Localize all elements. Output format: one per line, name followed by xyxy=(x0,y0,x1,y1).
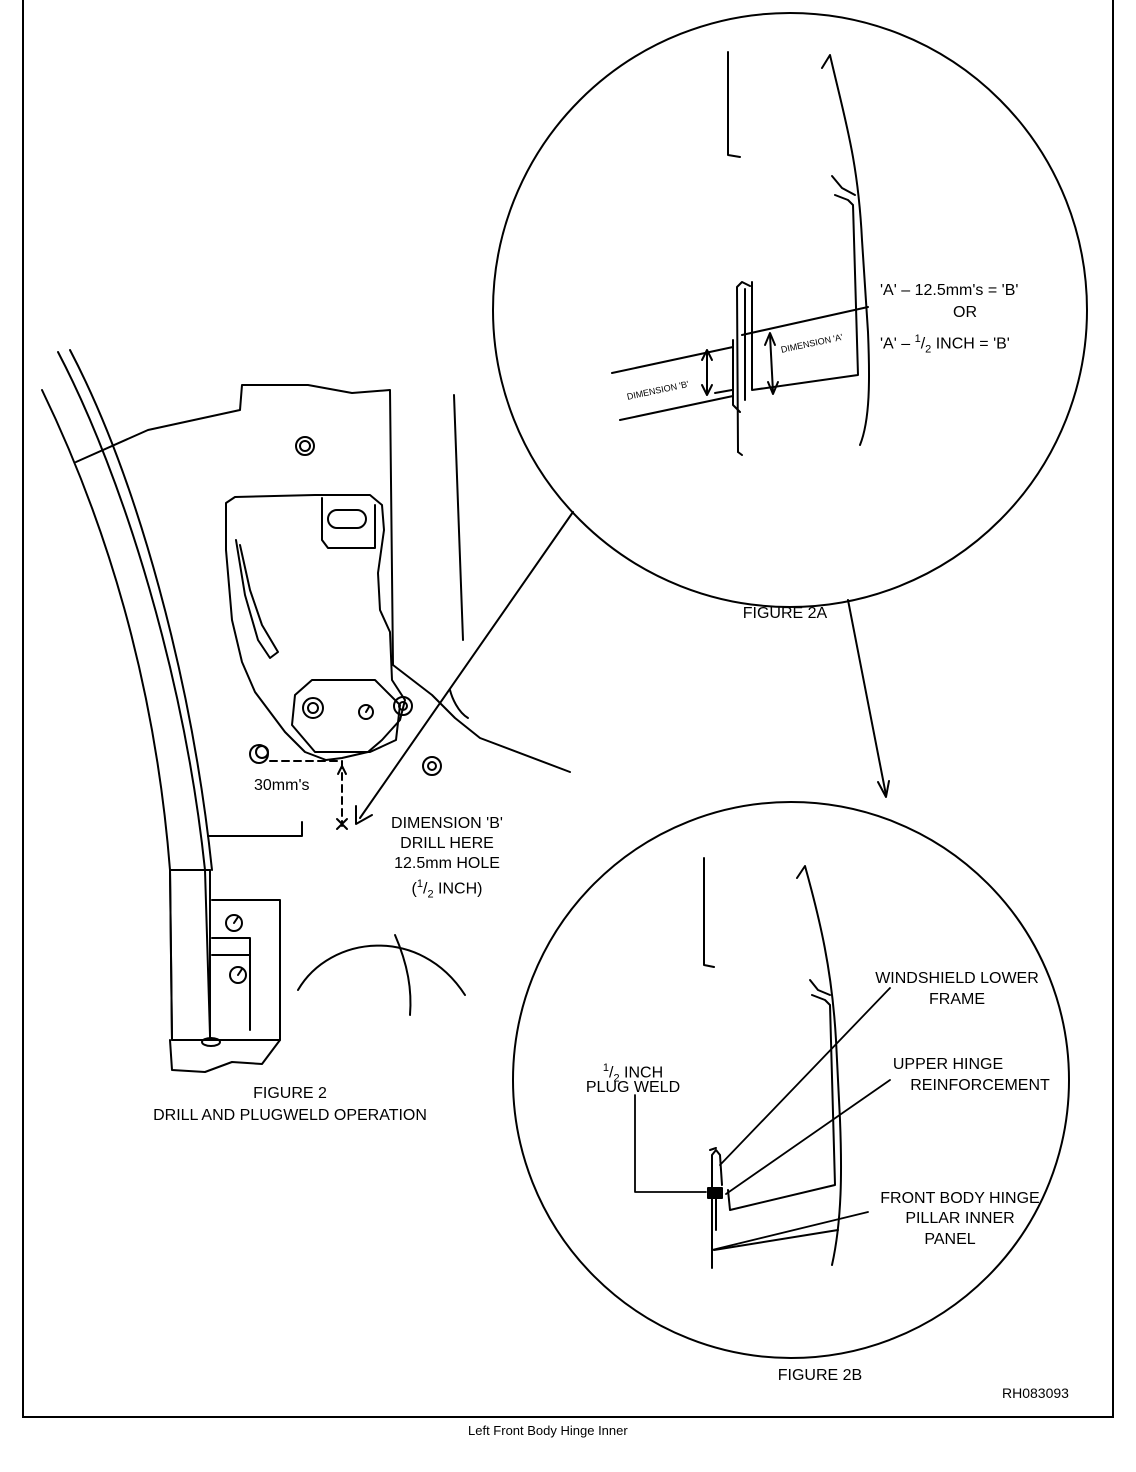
formula-line-3: 'A' – 1/2 INCH = 'B' xyxy=(880,333,1010,356)
front-body-label-line3: PANEL xyxy=(924,1231,976,1248)
figure-2a-title: FIGURE 2A xyxy=(742,605,828,622)
figure-2-title: FIGURE 2 xyxy=(253,1085,327,1102)
upper-hinge-label-line1: UPPER HINGE xyxy=(892,1056,1004,1073)
dimension-b-line3: 12.5mm HOLE xyxy=(394,855,500,872)
body-panel-outline xyxy=(75,384,571,871)
wheel-well-arc xyxy=(297,934,466,1016)
leader-arrow-2a-to-drill xyxy=(355,511,574,825)
formula-line-1: 'A' – 12.5mm's = 'B' xyxy=(880,282,1019,299)
reference-code: RH083093 xyxy=(1002,1385,1069,1401)
fender-arch-lines xyxy=(41,349,213,1041)
dimension-b-line4: (1/2 INCH) xyxy=(411,878,483,901)
leader-arrow-2a-to-2b xyxy=(847,599,890,798)
figure-2b-circle xyxy=(512,801,1070,1359)
upper-hinge-label-line2: REINFORCEMENT xyxy=(910,1077,1050,1094)
dimension-b-line2: DRILL HERE xyxy=(400,835,494,852)
measure-30mm-label: 30mm's xyxy=(254,777,310,794)
hinge-pocket xyxy=(225,494,469,761)
windshield-label-line1: WINDSHIELD LOWER xyxy=(875,970,1039,987)
front-body-label-line1: FRONT BODY HINGE xyxy=(880,1190,1040,1207)
diagram-sheet xyxy=(22,0,1114,1418)
plug-weld-line2: PLUG WELD xyxy=(585,1079,681,1096)
figure-2b-section xyxy=(703,857,843,1269)
figure-2-subtitle: DRILL AND PLUGWELD OPERATION xyxy=(153,1107,427,1124)
front-body-label-line2: PILLAR INNER xyxy=(905,1210,1015,1227)
plug-weld-line1: 1/2 INCH xyxy=(602,1062,664,1085)
figure-2b-leaders xyxy=(634,987,891,1251)
windshield-label-line2: FRAME xyxy=(929,991,985,1008)
dimension-30mm xyxy=(269,760,343,827)
lower-pillar xyxy=(169,869,281,1073)
figure-2a-section xyxy=(611,51,871,456)
figure-2b-title: FIGURE 2B xyxy=(777,1367,863,1384)
drill-mark xyxy=(336,765,348,830)
figure-2a-circle xyxy=(492,12,1088,608)
formula-or: OR xyxy=(953,304,977,321)
bolt-holes xyxy=(249,436,442,776)
dimension-b-line1: DIMENSION 'B' xyxy=(391,815,503,832)
page-caption: Left Front Body Hinge Inner xyxy=(468,1423,628,1438)
